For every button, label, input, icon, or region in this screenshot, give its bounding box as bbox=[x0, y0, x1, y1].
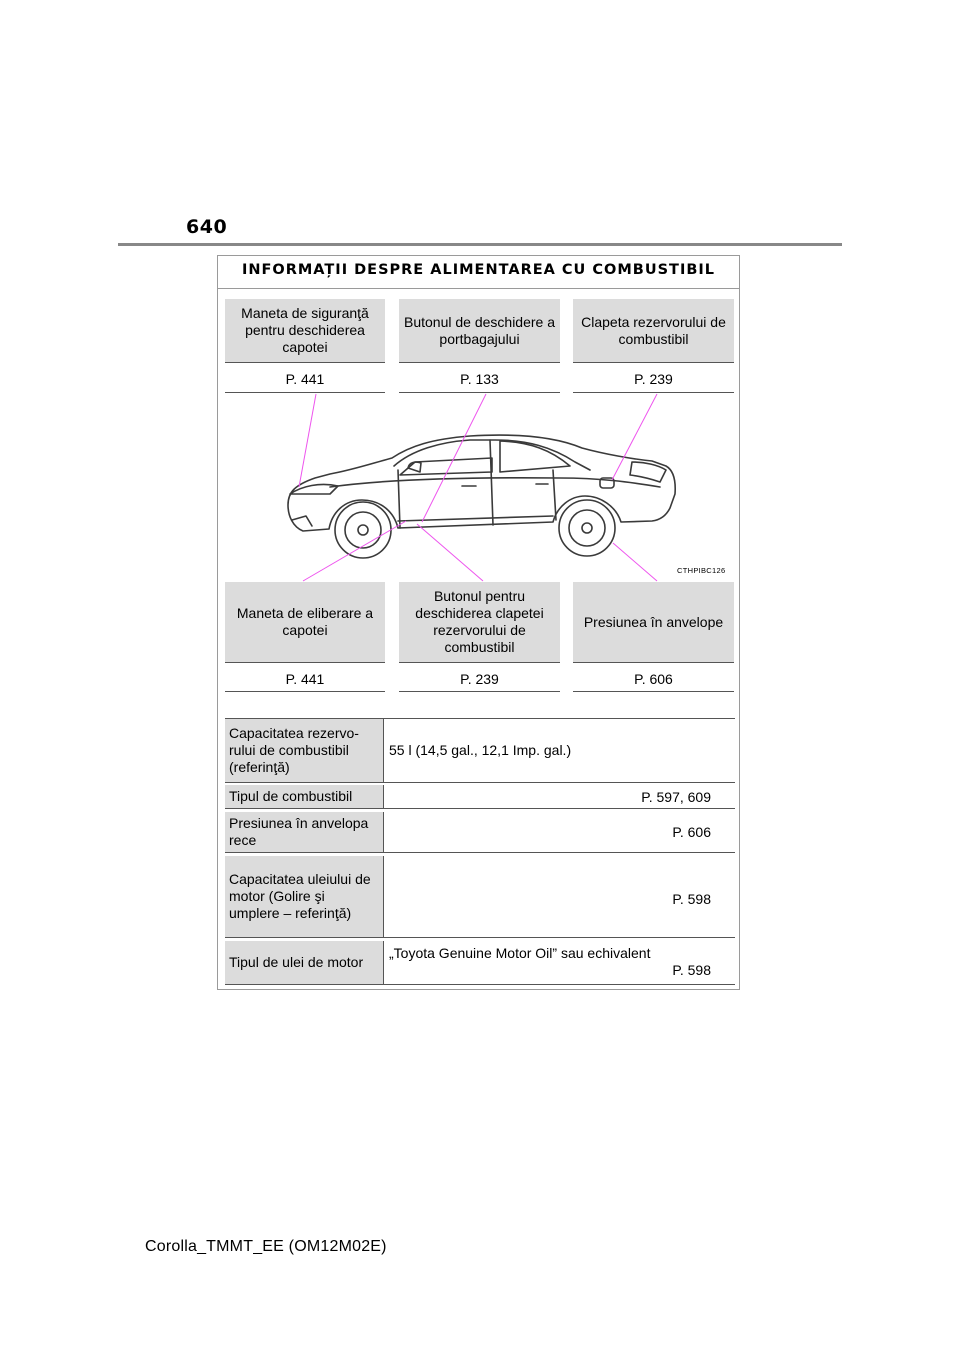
spec-row-oil-capacity: Capacitatea uleiului de motor (Golire şi… bbox=[225, 856, 735, 937]
ref-tire-pressure: P. 606 bbox=[634, 671, 673, 687]
callout-hood-release bbox=[302, 520, 407, 582]
spec-row-tire-pressure: Presiunea în anvelopa rece P. 606 bbox=[225, 812, 735, 852]
spec-label: Tipul de ulei de motor bbox=[225, 941, 383, 984]
spec-label: Capacitatea uleiului de motor (Golire şi… bbox=[225, 856, 383, 937]
spec-value-ref: P. 598 bbox=[672, 891, 711, 907]
info-box-frame bbox=[217, 255, 740, 990]
spec-divider bbox=[383, 812, 384, 852]
callout-fuel-door bbox=[611, 393, 658, 481]
ref-rule bbox=[225, 392, 385, 393]
spec-row-rule bbox=[225, 808, 735, 809]
spec-divider bbox=[383, 856, 384, 937]
spec-value-ref: P. 597, 609 bbox=[641, 789, 711, 805]
ref-hood-release-lever: P. 441 bbox=[285, 671, 325, 687]
spec-value-ref: P. 598 bbox=[672, 962, 711, 978]
spec-divider bbox=[383, 941, 384, 984]
ref-rule bbox=[399, 392, 560, 393]
info-box-title: INFORMAȚII DESPRE ALIMENTAREA CU COMBUST… bbox=[241, 262, 716, 278]
diagram-code: CTHPIBC126 bbox=[677, 566, 726, 575]
spec-row-fuel-capacity: Capacitatea rezervo-rului de combustibil… bbox=[225, 719, 735, 782]
label-hood-safety-lever: Maneta de siguranţă pentru deschiderea c… bbox=[225, 299, 385, 363]
callout-hood-safety-lever bbox=[298, 393, 317, 488]
footer-model-code: Corolla_TMMT_EE (OM12M02E) bbox=[145, 1238, 387, 1255]
spec-row-rule bbox=[225, 852, 735, 853]
label-fuel-door-opener-button: Butonul pentru deschiderea clapetei reze… bbox=[399, 582, 560, 663]
callout-tire-pressure bbox=[612, 542, 658, 582]
car-window-line bbox=[393, 439, 591, 471]
spec-value-text: „Toyota Genuine Motor Oil” sau echivalen… bbox=[389, 945, 651, 961]
spec-divider bbox=[383, 785, 384, 808]
header-rule bbox=[118, 243, 842, 246]
callout-trunk-opener bbox=[421, 393, 487, 523]
callout-fuel-door-button bbox=[416, 523, 484, 582]
spec-value: P. 606 bbox=[383, 812, 735, 852]
spec-value: „Toyota Genuine Motor Oil” sau echivalen… bbox=[383, 941, 735, 984]
spec-row-oil-type: Tipul de ulei de motor „Toyota Genuine M… bbox=[225, 941, 735, 984]
spec-row-rule bbox=[225, 937, 735, 938]
label-trunk-opener-button: Butonul de deschidere a portbagajului bbox=[399, 299, 560, 363]
spec-value-text: 55 l (14,5 gal., 12,1 Imp. gal.) bbox=[389, 742, 572, 758]
spec-label: Presiunea în anvelopa rece bbox=[225, 812, 383, 852]
spec-row-rule bbox=[225, 782, 735, 783]
page-number: 640 bbox=[186, 216, 228, 238]
spec-row-rule bbox=[225, 984, 735, 985]
spec-value-ref: P. 606 bbox=[672, 824, 711, 840]
ref-hood-safety-lever: P. 441 bbox=[285, 371, 325, 387]
car-diagram bbox=[287, 393, 676, 582]
spec-value: P. 597, 609 bbox=[383, 785, 735, 808]
car-body-outline bbox=[287, 434, 676, 532]
label-fuel-filler-door: Clapeta rezervorului de combustibil bbox=[573, 299, 734, 363]
title-divider bbox=[217, 288, 740, 289]
ref-fuel-door-opener-button: P. 239 bbox=[460, 671, 499, 687]
ref-rule bbox=[573, 392, 734, 393]
fuel-door-shape bbox=[599, 477, 615, 489]
spec-value: P. 598 bbox=[383, 856, 735, 937]
rear-wheel bbox=[558, 499, 616, 557]
spec-value: 55 l (14,5 gal., 12,1 Imp. gal.) bbox=[383, 719, 735, 782]
spec-divider bbox=[383, 719, 384, 782]
spec-label: Tipul de combustibil bbox=[225, 785, 383, 808]
spec-label: Capacitatea rezervo-rului de combustibil… bbox=[225, 719, 383, 782]
spec-row-fuel-type: Tipul de combustibil P. 597, 609 bbox=[225, 785, 735, 808]
ref-trunk-opener-button: P. 133 bbox=[460, 371, 499, 387]
ref-rule bbox=[399, 691, 560, 692]
ref-rule bbox=[225, 691, 385, 692]
label-tire-pressure: Presiunea în anvelope bbox=[573, 582, 734, 663]
spec-table-top-rule bbox=[225, 718, 735, 719]
ref-rule bbox=[573, 691, 734, 692]
ref-fuel-filler-door: P. 239 bbox=[634, 371, 673, 387]
label-hood-release-lever: Maneta de eliberare a capotei bbox=[225, 582, 385, 663]
front-wheel bbox=[334, 501, 392, 559]
